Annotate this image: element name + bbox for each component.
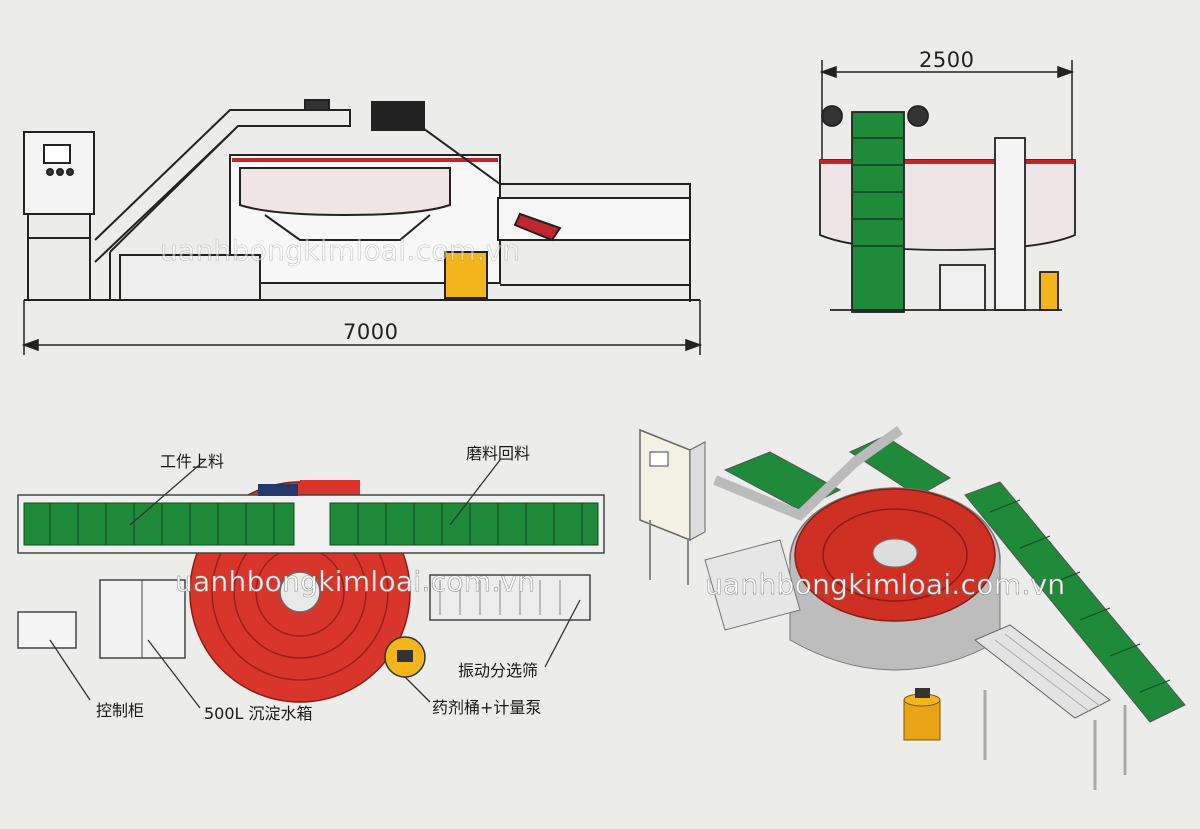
plan-view [17,459,605,709]
watermark-side: uanhbongkimloai.com.vn [160,234,521,268]
side-elevation-view [23,99,700,302]
iso-vibrating-screen [974,624,1111,719]
callout-loading: 工件上料 [160,452,225,471]
dimension-line-2500 [819,60,1075,160]
callout-leaders [49,459,581,709]
callout-dosing: 药剂桶+计量泵 [432,698,542,717]
iso-return-belt [964,481,1186,723]
dimension-2500-label: 2500 [919,48,975,72]
dimension-line-7000 [21,300,703,355]
callout-control-cabinet: 控制柜 [96,701,145,720]
end-green-conveyor [851,111,905,313]
plan-return-belt [329,502,599,546]
plan-loading-belt [23,502,295,546]
end-dosing-drum [1039,271,1059,311]
watermark-plan: uanhbongkimloai.com.vn [175,565,536,599]
iso-upper-belt [848,435,951,497]
callout-settling-tank: 500L 沉淀水箱 [204,704,313,723]
iso-loading-belt [723,451,842,511]
isometric-view [639,425,1186,790]
side-dosing-drum [444,251,488,299]
plan-control-cabinet [17,611,77,649]
side-bowl [239,167,451,217]
iso-dosing-drum [903,699,941,741]
dimension-7000-label: 7000 [343,320,399,344]
end-elevation-view [819,105,1076,313]
plan-vibrating-screen [429,574,591,621]
callout-media-return: 磨料回料 [466,444,531,463]
watermark-iso: uanhbongkimloai.com.vn [705,568,1066,602]
callout-vibrating-screen: 振动分选筛 [458,661,539,680]
